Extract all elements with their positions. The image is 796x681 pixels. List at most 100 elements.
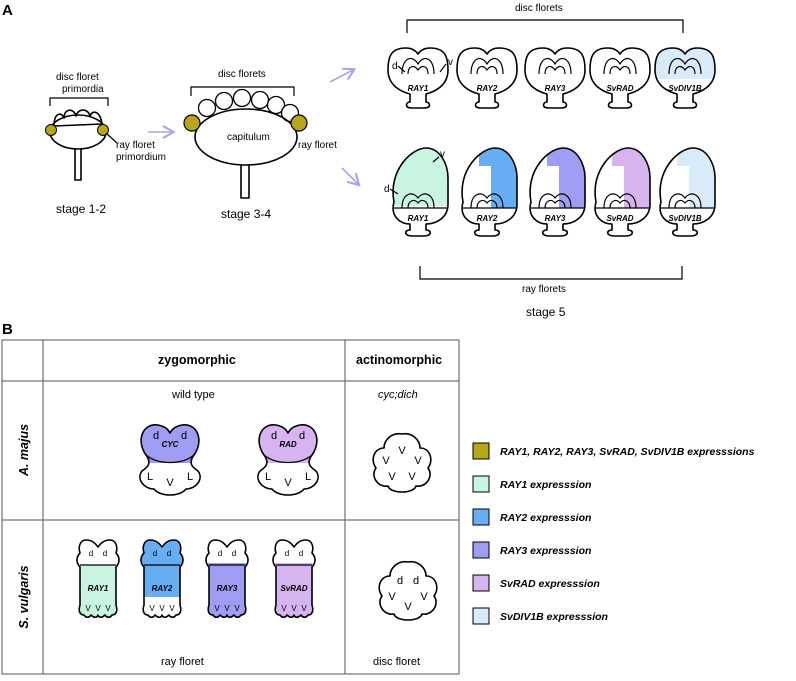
header-actinomorphic: actinomorphic	[356, 353, 442, 367]
stage34-disc-primordia	[197, 88, 300, 123]
petal-marker: V	[420, 591, 428, 603]
stage12-caption: stage 1-2	[56, 202, 106, 216]
petal-marker: L	[147, 471, 153, 483]
petal-marker: L	[187, 471, 193, 483]
subheader-wild-type: wild type	[171, 389, 215, 401]
petal-marker: d	[181, 430, 187, 442]
disc-floret-ray1: RAY1	[387, 47, 449, 109]
disc-gene-label: RAY2	[477, 84, 498, 93]
petal-marker: V	[224, 604, 230, 613]
petal-marker: d	[271, 430, 277, 442]
petal-marker: V	[382, 455, 390, 467]
ray-floret-svrad: SvRAD	[594, 147, 651, 237]
arrow-to-ray-florets	[341, 167, 358, 184]
petal-marker: d	[153, 549, 157, 558]
stage12-primordia-label-2: primordia	[62, 84, 104, 95]
expression-legend: RAY1, RAY2, RAY3, SvRAD, SvDIV1B express…	[472, 442, 755, 625]
petal-marker: d	[153, 430, 159, 442]
ray-gene-label: RAY2	[477, 214, 498, 223]
disc-gene-label: SvRAD	[606, 84, 633, 93]
ray-marker-v-line	[432, 156, 440, 163]
legend-item: SvDIV1B expresssion	[472, 607, 608, 625]
petal-marker: V	[281, 604, 287, 613]
legend-label: RAY1 expresssion	[500, 479, 591, 491]
petal-marker: V	[284, 477, 292, 489]
legend-item: RAY2 expresssion	[472, 508, 591, 526]
petal-marker: V	[149, 604, 155, 613]
petal-marker: V	[159, 604, 165, 613]
stage34-caption: stage 3-4	[221, 207, 271, 221]
stage12-ray-primordium-left	[45, 124, 57, 136]
ray-gene-label: SvRAD	[606, 214, 633, 223]
stage34-capitulum	[194, 108, 298, 166]
petal-marker: V	[398, 445, 406, 457]
legend-swatch	[472, 508, 490, 526]
sv-gene-label: RAY1	[88, 584, 109, 593]
arrow-to-disc-florets	[329, 70, 353, 83]
petal-marker: d	[299, 549, 303, 558]
petal-marker: V	[388, 471, 396, 483]
stage34-diagram: disc florets capitulum ray floret stage …	[183, 69, 337, 221]
petal-marker: d	[167, 549, 171, 558]
caption-disc-floret: disc floret	[373, 656, 420, 668]
ray-marker-d-line	[389, 188, 399, 195]
petal-marker: d	[397, 575, 403, 587]
petal-marker: V	[214, 604, 220, 613]
petal-marker: V	[291, 604, 297, 613]
petal-marker: L	[305, 471, 311, 483]
legend-item: RAY1, RAY2, RAY3, SvRAD, SvDIV1B express…	[472, 442, 755, 460]
petal-marker: V	[169, 604, 175, 613]
legend-label: RAY1, RAY2, RAY3, SvRAD, SvDIV1B express…	[500, 446, 755, 458]
disc-marker-v: v	[448, 57, 453, 68]
disc-marker-d: d	[392, 61, 398, 72]
stage12-ray-label-1: ray floret	[116, 140, 155, 151]
stage12-primordia-label-1: disc floret	[56, 72, 99, 83]
petal-marker: d	[232, 549, 236, 558]
stage5-disc-bracket	[406, 19, 684, 33]
stage34-ray-floret-right	[290, 114, 308, 132]
ray-gene-label: SvDIV1B	[668, 214, 702, 223]
stage12-ray-primordium-right	[97, 124, 109, 136]
legend-swatch	[472, 442, 490, 460]
petal-marker: V	[234, 604, 240, 613]
ray-floret-ray3: RAY3	[529, 147, 586, 237]
petal-marker: V	[85, 604, 91, 613]
petal-marker: L	[265, 471, 271, 483]
petal-marker: V	[301, 604, 307, 613]
stage34-disc-bracket	[190, 86, 295, 96]
stage5-disc-label: disc florets	[515, 3, 563, 14]
petal-marker: d	[299, 430, 305, 442]
stage12-stalk	[74, 149, 82, 181]
row-label-a-majus: A. majus	[17, 424, 31, 477]
caption-ray-floret: ray floret	[161, 656, 204, 668]
ray-floret-ray2: RAY2	[461, 147, 518, 237]
row-label-s-vulgaris: S. vulgaris	[17, 565, 31, 628]
disc-gene-label: RAY1	[408, 84, 429, 93]
petal-marker: d	[413, 575, 419, 587]
legend-label: RAY3 expresssion	[500, 545, 591, 557]
legend-swatch	[472, 475, 490, 493]
stage12-diagram: disc floret primordia ray floret primord…	[45, 72, 166, 216]
sv-gene-label: RAY2	[152, 584, 173, 593]
a-majus-gene-label: CYC	[162, 440, 179, 449]
stage12-ray-pointer	[105, 132, 118, 144]
legend-item: RAY3 expresssion	[472, 541, 591, 559]
disc-marker-v-line	[439, 63, 447, 73]
stage34-stalk	[240, 165, 250, 199]
stage34-disc-label: disc florets	[218, 69, 266, 80]
petal-marker: V	[166, 477, 174, 489]
stage5-ray-bracket	[419, 266, 683, 280]
a-majus-gene-label: RAD	[279, 440, 297, 449]
subheader-cyc-dich: cyc;dich	[378, 389, 418, 401]
